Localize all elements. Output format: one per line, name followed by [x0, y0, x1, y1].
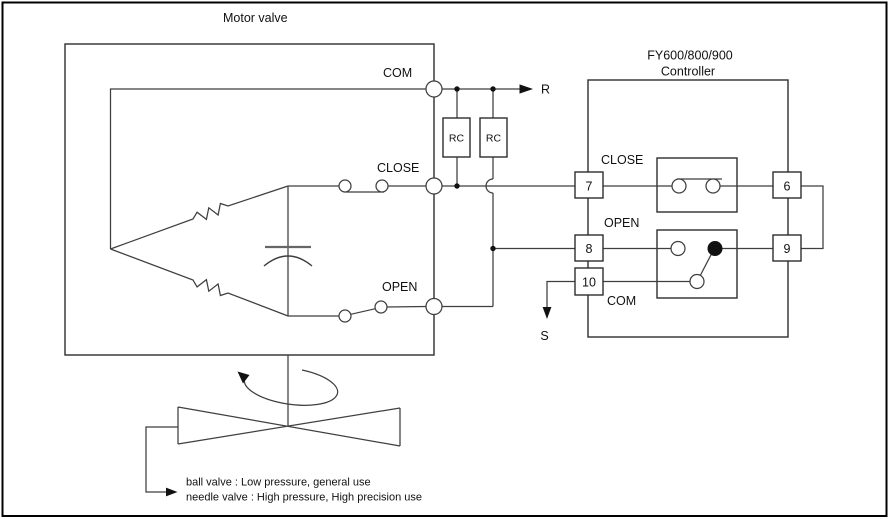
motor-com-label: COM: [383, 66, 412, 80]
resistor-lower: [110, 248, 289, 317]
rc1-label: RC: [449, 133, 465, 145]
s-arrow-icon: [542, 307, 552, 319]
rotation-arc: [243, 369, 339, 406]
controller-subtitle: Controller: [661, 65, 715, 79]
note-ball-valve: ball valve : Low pressure, general use: [186, 477, 371, 489]
open-switch-wire-right: [386, 305, 427, 308]
s-label: S: [540, 329, 548, 343]
note-pointer: [145, 426, 178, 493]
rc1-box: [442, 117, 471, 158]
motor-com-wire: [109, 88, 434, 249]
junction-dot: [454, 183, 460, 189]
controller-box: [587, 79, 789, 338]
junction-dot: [490, 245, 496, 252]
rc2-label: RC: [486, 133, 502, 145]
interconnect: R RC RC S: [442, 83, 575, 343]
motor-close-terminal: [425, 177, 443, 195]
valve-bowtie: [177, 406, 401, 447]
motor-open-label: OPEN: [382, 280, 417, 294]
terminal-10-box: [574, 267, 604, 296]
capacitor-curved-plate: [263, 255, 313, 267]
motor-valve-box: [64, 43, 435, 356]
close-relay-box: [656, 157, 738, 213]
close-switch-contact-right: [375, 179, 389, 193]
r-label: R: [541, 83, 550, 97]
controller-unit: FY600/800/900 Controller 7 8 10 6 9: [574, 49, 824, 338]
terminal-9-label: 9: [784, 242, 791, 256]
motor-valve-title: Motor valve: [223, 11, 288, 25]
note-pointer-arrow-icon: [166, 487, 178, 497]
close-relay-contact-left: [671, 178, 687, 194]
rc2-box: [479, 117, 508, 158]
terminal-8-label: 8: [586, 242, 593, 256]
terminal-9-box: [772, 234, 802, 262]
terminal-6-box: [772, 171, 802, 199]
open-relay-contact-com: [689, 273, 705, 290]
open-switch-contact-right: [374, 300, 388, 314]
open-switch-arm: [350, 308, 376, 315]
motor-com-terminal: [425, 80, 443, 98]
controller-title: FY600/800/900: [647, 49, 733, 63]
close-switch-contact-left: [338, 179, 352, 193]
note-needle-valve: needle valve : High pressure, High preci…: [186, 492, 422, 504]
valve-notes: ball valve : Low pressure, general use n…: [186, 477, 422, 504]
open-relay-contact-left: [670, 240, 686, 257]
terminal-8-box: [574, 234, 604, 262]
motor-valve-unit: Motor valve COM CLOSE OPEN: [64, 11, 443, 356]
junction-dot: [454, 86, 460, 92]
controller-open-label: OPEN: [604, 216, 639, 230]
open-switch-contact-left: [338, 309, 352, 323]
junction-dot: [490, 86, 496, 92]
close-relay-contact-right: [705, 178, 721, 194]
s-wire: [546, 280, 575, 308]
terminal-7-label: 7: [586, 180, 593, 194]
controller-com-label: COM: [607, 294, 636, 308]
controller-close-label: CLOSE: [601, 153, 643, 167]
motor-open-terminal: [425, 297, 443, 316]
rc2-wires-with-hop: [485, 89, 494, 307]
rotation-arrow-icon: [237, 371, 250, 384]
valve-assembly: [145, 355, 401, 497]
terminal-7-box: [574, 171, 604, 199]
r-arrow-icon: [519, 84, 533, 94]
terminal-10-label: 10: [582, 276, 596, 290]
motor-close-label: CLOSE: [377, 161, 419, 175]
open-relay-contact-closed: [707, 241, 723, 256]
resistor-upper: [110, 185, 289, 250]
wire-6-to-9: [801, 185, 824, 250]
terminal-6-label: 6: [784, 180, 791, 194]
